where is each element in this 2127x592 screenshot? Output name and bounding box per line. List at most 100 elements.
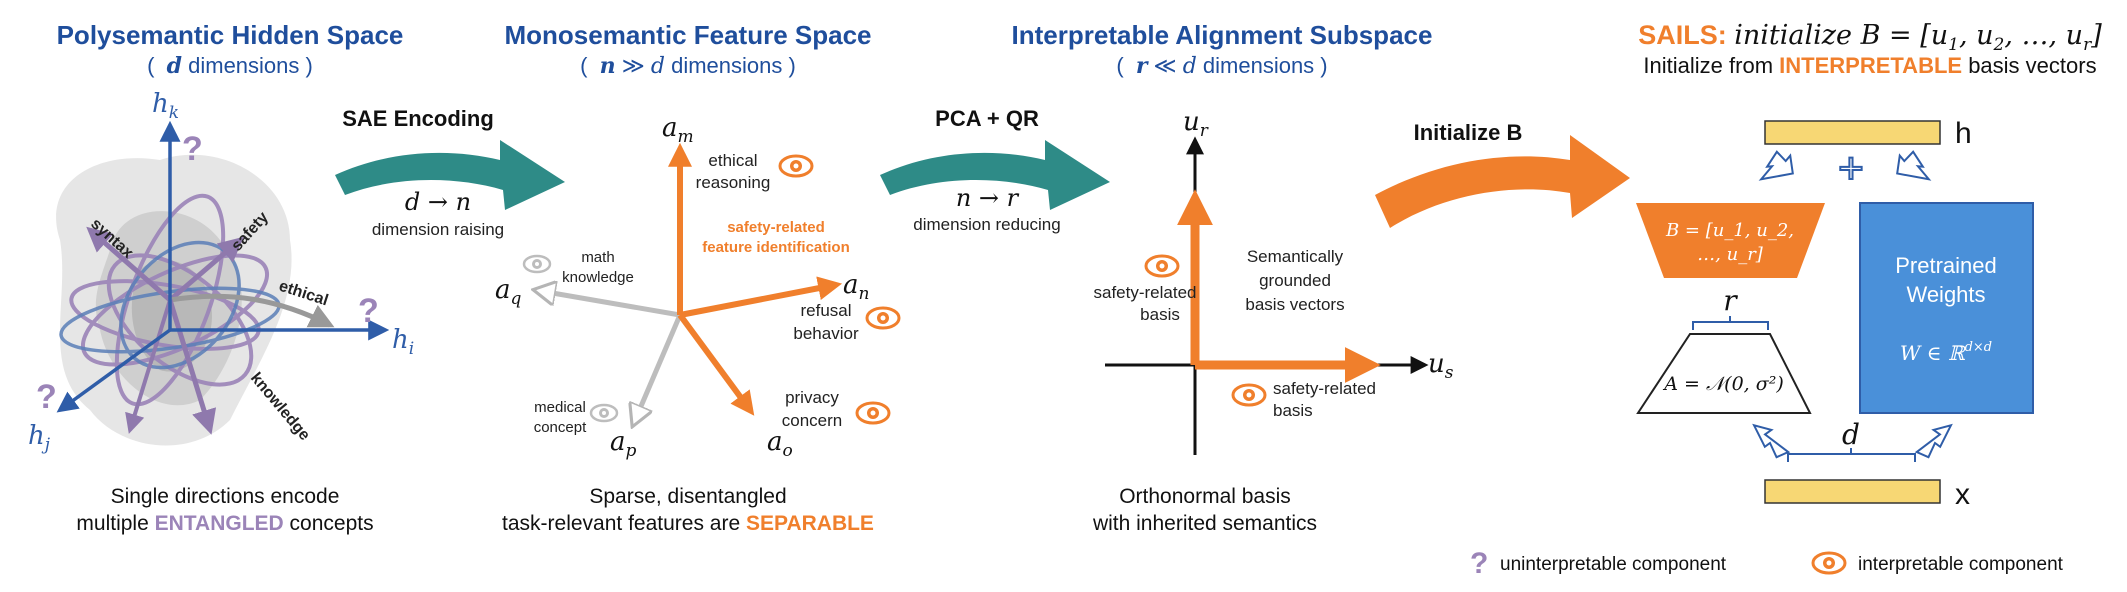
- panel4-title: SAILS: initialize B = [u1, u2, …, ur]: [1638, 20, 2102, 55]
- panel3-caption-1: Orthonormal basis: [1119, 485, 1291, 508]
- h-label: h: [1955, 117, 1972, 150]
- label-hj: hj: [28, 421, 51, 455]
- panel-alignment-subspace: Interpretable Alignment Subspace ( r ≪ d…: [1012, 20, 1454, 535]
- question-icon: ?: [36, 378, 57, 416]
- x-vector: [1764, 479, 1941, 504]
- transition2-title: PCA + QR: [935, 106, 1039, 131]
- transition2-formula: n → r: [956, 184, 1020, 212]
- feature-refusal-label: refusal: [800, 301, 851, 320]
- knowledge-arrow: [167, 299, 217, 435]
- axis-hj: [56, 328, 172, 413]
- eye-icon: [855, 401, 891, 425]
- eye-icon: [589, 403, 619, 423]
- B-label: B = [u_1, u_2,: [1665, 220, 1794, 241]
- teal-arrow: [335, 140, 565, 210]
- upward-arrows: [1758, 150, 1932, 181]
- panel1-title: Polysemantic Hidden Space: [57, 20, 404, 50]
- safety-basis-label: basis: [1140, 305, 1180, 324]
- label-an: an: [843, 270, 869, 304]
- pretrained-weights: [1859, 202, 2034, 414]
- transition1-desc: dimension raising: [372, 220, 504, 239]
- label-hi: hi: [392, 325, 414, 359]
- A-label: A = 𝒩(0, σ²): [1662, 373, 1784, 395]
- transition1-title: SAE Encoding: [342, 106, 494, 131]
- panel2-subtitle: ( n ≫ d dimensions ): [580, 53, 796, 79]
- panel3-subtitle: ( r ≪ d dimensions ): [1116, 53, 1327, 79]
- panel2-caption-2: task-relevant features are SEPARABLE: [502, 512, 874, 535]
- syntax-arrow: [86, 226, 172, 302]
- A-matrix: [1636, 333, 1812, 414]
- safety-basis-label: safety-related: [1094, 283, 1197, 302]
- grounded-label: grounded: [1259, 271, 1331, 290]
- r-bracket: [1692, 316, 1769, 330]
- ethical-arrow: [169, 293, 335, 328]
- d-bracket: [1787, 448, 1916, 462]
- legend: ? uninterpretable component interpretabl…: [1470, 547, 2064, 580]
- concept-knowledge: knowledge: [247, 370, 313, 444]
- x-label: x: [1955, 478, 1970, 511]
- legend-uninterpretable: uninterpretable component: [1500, 554, 1727, 575]
- label-ur: ur: [1183, 107, 1209, 141]
- panel-polysemantic: Polysemantic Hidden Space ( d dimensions…: [28, 20, 414, 535]
- label-ap: ap: [610, 427, 637, 461]
- question-icon: ?: [182, 130, 203, 168]
- r-label: r: [1723, 284, 1738, 317]
- feature-math-label: knowledge: [562, 269, 634, 286]
- transition3-title: Initialize B: [1414, 120, 1523, 145]
- feature-ao-arrow: [677, 313, 755, 416]
- panel4-subtitle: Initialize from INTERPRETABLE basis vect…: [1643, 53, 2096, 78]
- B-label: …, u_r]: [1697, 244, 1764, 265]
- label-aq: aq: [495, 275, 522, 309]
- W-label: W ∈ ℝd×d: [1900, 340, 1992, 365]
- question-icon: ?: [1470, 547, 1488, 580]
- transition1-formula: d → n: [405, 188, 471, 216]
- eye-icon: [1811, 551, 1847, 575]
- label-us: us: [1428, 349, 1454, 383]
- panel3-title: Interpretable Alignment Subspace: [1012, 20, 1433, 50]
- safety-basis-label: basis: [1273, 401, 1313, 420]
- panel2-title: Monosemantic Feature Space: [505, 20, 872, 50]
- d-label: d: [1842, 418, 1860, 451]
- h-vector: [1764, 120, 1941, 145]
- feature-an-arrow: [679, 276, 843, 318]
- feature-medical-label: medical: [534, 399, 586, 416]
- feature-medical-label: concept: [534, 419, 587, 436]
- transition-sae: SAE Encoding d → n dimension raising: [335, 106, 565, 239]
- pretrained-label: Weights: [1906, 282, 1985, 307]
- panel1-caption-2: multiple ENTANGLED concepts: [76, 512, 373, 535]
- safety-basis-label: safety-related: [1273, 379, 1376, 398]
- grounded-label: Semantically: [1247, 247, 1344, 266]
- panel2-caption-1: Sparse, disentangled: [589, 485, 786, 508]
- feature-privacy-label: privacy: [785, 388, 839, 407]
- eye-icon: [865, 306, 901, 330]
- feature-aq-arrow: [535, 290, 681, 318]
- feature-ap-arrow: [633, 314, 683, 425]
- eye-icon: [1231, 383, 1267, 407]
- question-icon: ?: [358, 292, 379, 330]
- label-hk: hk: [152, 89, 179, 123]
- feature-ethical-label: reasoning: [696, 173, 771, 192]
- input-arrows: [1752, 423, 1953, 459]
- panel1-caption-1: Single directions encode: [111, 485, 340, 508]
- orange-arrow: [1375, 135, 1630, 228]
- eye-icon: [778, 154, 814, 178]
- transition-pca: PCA + QR n → r dimension reducing: [880, 106, 1110, 234]
- feature-math-label: math: [581, 249, 614, 266]
- eye-icon: [522, 254, 552, 274]
- identification-label: safety-related: [727, 219, 825, 236]
- feature-privacy-label: concern: [782, 411, 842, 430]
- feature-ethical-label: ethical: [708, 151, 757, 170]
- panel3-caption-2: with inherited semantics: [1092, 512, 1317, 535]
- pretrained-label: Pretrained: [1895, 253, 1997, 278]
- grounded-label: basis vectors: [1245, 295, 1344, 314]
- safety-arrow: [168, 236, 244, 302]
- transition2-desc: dimension reducing: [913, 215, 1060, 234]
- label-am: am: [662, 113, 694, 147]
- panel-sails: SAILS: initialize B = [u1, u2, …, ur] In…: [1636, 20, 2102, 511]
- transition-init: Initialize B: [1375, 120, 1630, 228]
- eye-icon: [1144, 254, 1180, 278]
- legend-interpretable: interpretable component: [1858, 554, 2064, 575]
- identification-label: feature identification: [702, 239, 850, 256]
- feature-refusal-label: behavior: [793, 324, 859, 343]
